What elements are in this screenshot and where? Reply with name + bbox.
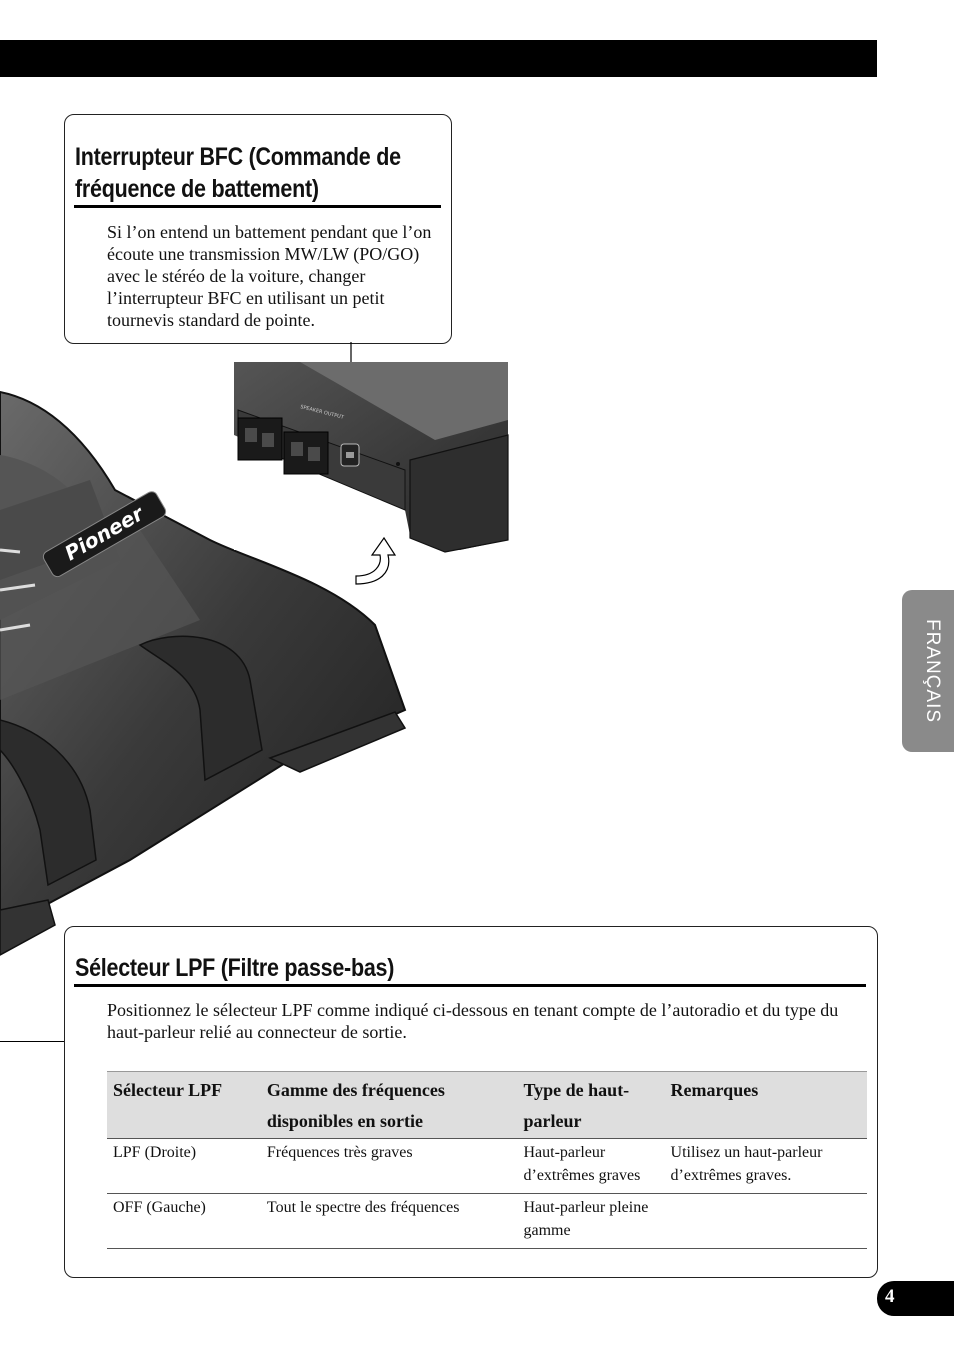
- table-cell: [664, 1193, 867, 1249]
- lpf-heading-rule: [74, 984, 866, 987]
- table-header-cell: Remarques: [664, 1071, 867, 1139]
- table-cell: Haut-parleur pleine gamme: [517, 1193, 665, 1249]
- table-header-cell: Type de haut-parleur: [517, 1071, 665, 1139]
- bfc-heading: Interrupteur BFC (Commande de fréquence …: [75, 143, 401, 203]
- bfc-callout: Interrupteur BFC (Commande de fréquence …: [64, 114, 452, 344]
- table-cell: Tout le spectre des fréquences: [260, 1193, 518, 1249]
- table-cell: Haut-parleur d’extrêmes graves: [517, 1138, 665, 1194]
- table-cell: Fréquences très graves: [260, 1138, 518, 1194]
- header-bar: [0, 40, 877, 77]
- table-row: LPF (Droite) Fréquences très graves Haut…: [107, 1138, 867, 1194]
- page-number-label: 4: [885, 1286, 895, 1307]
- amplifier-illustration: Pioneer SPEAKER OUTPUT: [0, 342, 509, 956]
- table-header-row: Sélecteur LPF Gamme des fréquences dispo…: [107, 1071, 867, 1139]
- lpf-intro: Positionnez le sélecteur LPF comme indiq…: [107, 1000, 839, 1042]
- table-cell: OFF (Gauche): [107, 1193, 261, 1249]
- lpf-table: Sélecteur LPF Gamme des fréquences dispo…: [107, 1071, 867, 1249]
- language-tab-label: FRANÇAIS: [922, 618, 943, 724]
- table-cell: Utilisez un haut-parleur d’extrêmes grav…: [664, 1138, 867, 1194]
- lpf-heading: Sélecteur LPF (Filtre passe-bas): [75, 954, 395, 982]
- bfc-heading-rule: [74, 205, 441, 208]
- page-number: 4: [877, 1281, 954, 1316]
- table-cell: LPF (Droite): [107, 1138, 261, 1194]
- lpf-section: Sélecteur LPF (Filtre passe-bas) Positio…: [64, 926, 878, 1278]
- table-header-cell: Sélecteur LPF: [107, 1071, 261, 1139]
- table-row: OFF (Gauche) Tout le spectre des fréquen…: [107, 1193, 867, 1249]
- language-tab: FRANÇAIS: [902, 590, 954, 752]
- bfc-body: Si l’on entend un battement pendant que …: [107, 222, 432, 330]
- connector-inset: SPEAKER OUTPUT: [234, 362, 509, 553]
- table-header-cell: Gamme des fréquences disponibles en sort…: [260, 1071, 518, 1139]
- divider-line: [0, 1041, 64, 1042]
- direction-arrow-icon: [355, 536, 397, 585]
